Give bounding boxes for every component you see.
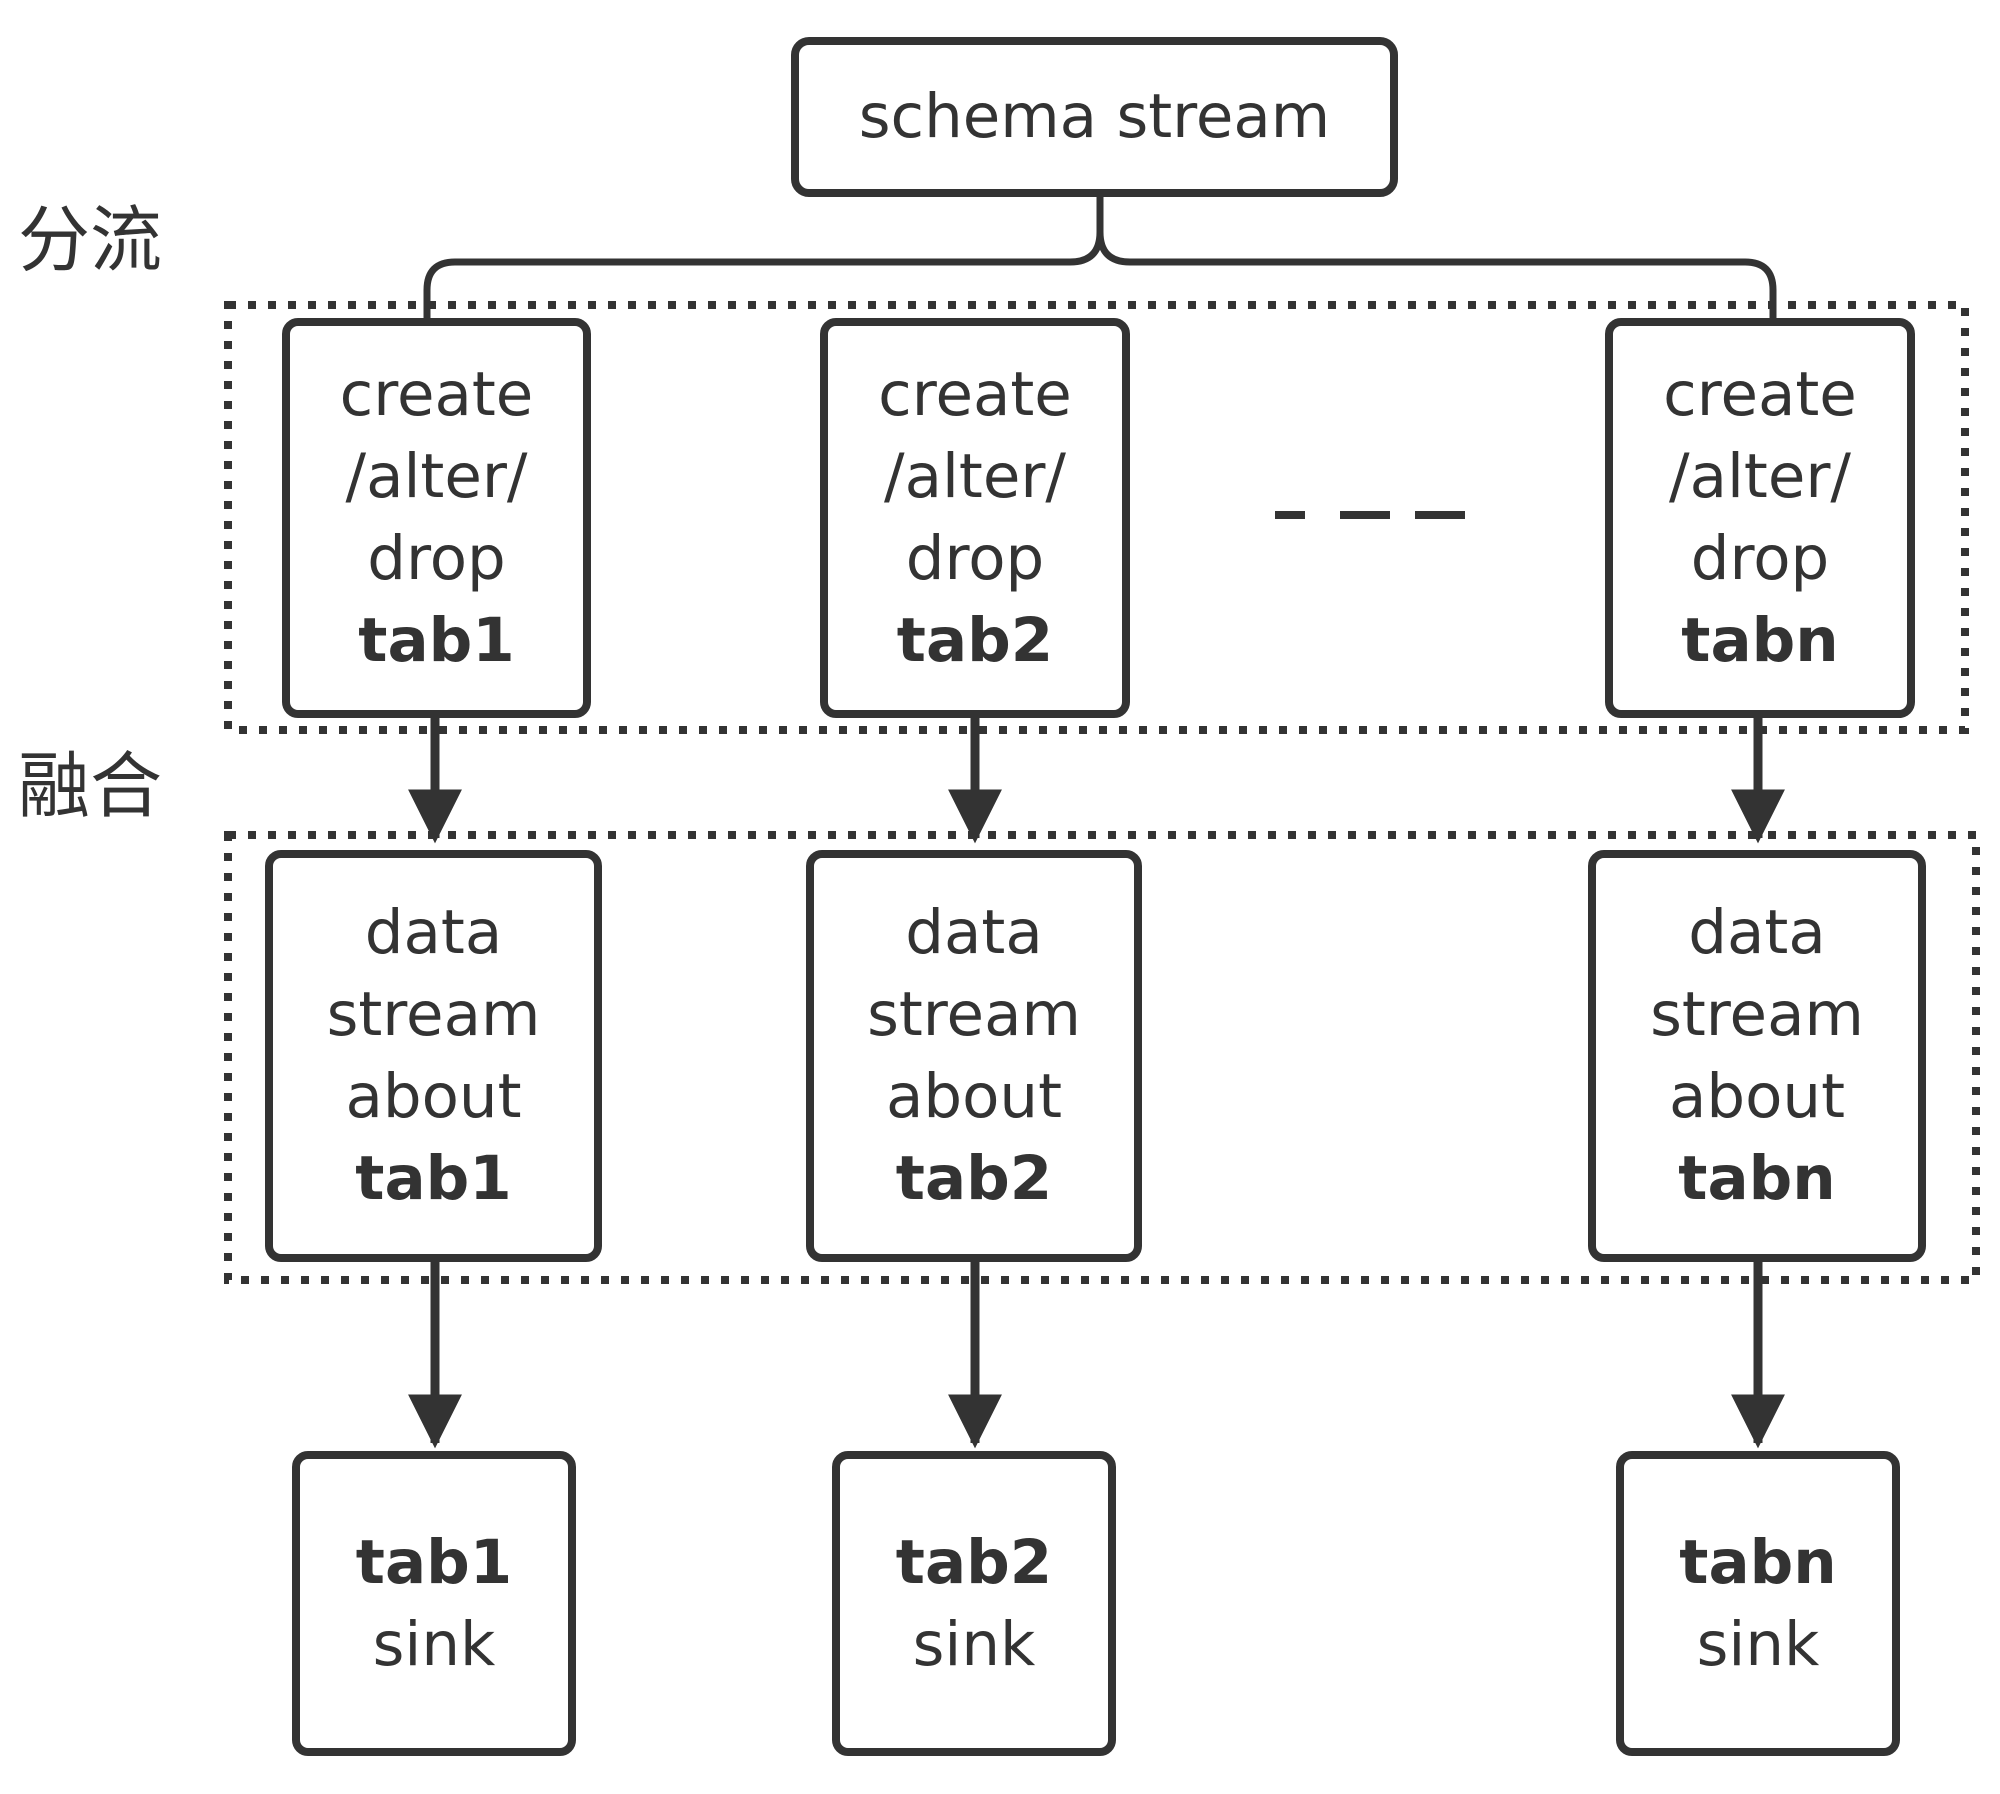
ddl-line-create: create <box>339 359 534 430</box>
sink-node-tab2: tab2 sink <box>832 1451 1116 1756</box>
schema-split-brace <box>423 197 1777 318</box>
sink-table-name: tab1 <box>355 1526 513 1598</box>
ddl-line-drop: drop <box>905 523 1045 594</box>
split-label: 分流 <box>18 198 163 282</box>
ddl-line-alter: /alter/ <box>884 441 1066 512</box>
ddl-table-name: tab1 <box>358 605 515 676</box>
data-stream-node-tab1: data stream about tab1 <box>265 850 602 1262</box>
ddl-line-alter: /alter/ <box>345 441 528 512</box>
ddl-node-tabn: create /alter/ drop tabn <box>1605 318 1915 718</box>
ddl-table-name: tabn <box>1681 605 1839 676</box>
data-table-name: tab2 <box>895 1143 1053 1214</box>
ddl-line-drop: drop <box>367 523 506 594</box>
data-line-stream: stream <box>326 979 541 1050</box>
data-line-about: about <box>885 1061 1062 1132</box>
schema-stream-label: schema stream <box>858 81 1331 152</box>
sink-node-tab1: tab1 sink <box>292 1451 576 1756</box>
sink-label: sink <box>912 1608 1036 1680</box>
data-line-about: about <box>1668 1061 1845 1132</box>
sink-table-name: tab2 <box>895 1526 1053 1598</box>
sink-table-name: tabn <box>1679 1526 1837 1598</box>
sink-label: sink <box>372 1608 496 1680</box>
ddl-table-name: tab2 <box>896 605 1054 676</box>
ddl-node-tab2: create /alter/ drop tab2 <box>820 318 1130 718</box>
data-line-stream: stream <box>867 979 1081 1050</box>
data-stream-node-tab2: data stream about tab2 <box>806 850 1142 1262</box>
sink-label: sink <box>1696 1608 1820 1680</box>
data-line-data: data <box>905 897 1043 968</box>
data-line-about: about <box>345 1061 522 1132</box>
ddl-node-tab1: create /alter/ drop tab1 <box>282 318 591 718</box>
schema-stream-node: schema stream <box>791 37 1398 197</box>
ddl-line-alter: /alter/ <box>1669 441 1851 512</box>
data-table-name: tab1 <box>355 1143 512 1214</box>
data-line-stream: stream <box>1650 979 1864 1050</box>
merge-group-frame <box>224 831 1980 1284</box>
ddl-line-create: create <box>1663 359 1857 430</box>
ddl-line-drop: drop <box>1690 523 1830 594</box>
data-line-data: data <box>1688 897 1826 968</box>
sink-node-tabn: tabn sink <box>1616 1451 1900 1756</box>
data-line-data: data <box>364 897 503 968</box>
data-stream-node-tabn: data stream about tabn <box>1588 850 1926 1262</box>
merge-label: 融合 <box>18 744 163 828</box>
data-table-name: tabn <box>1678 1143 1836 1214</box>
ddl-line-create: create <box>878 359 1072 430</box>
